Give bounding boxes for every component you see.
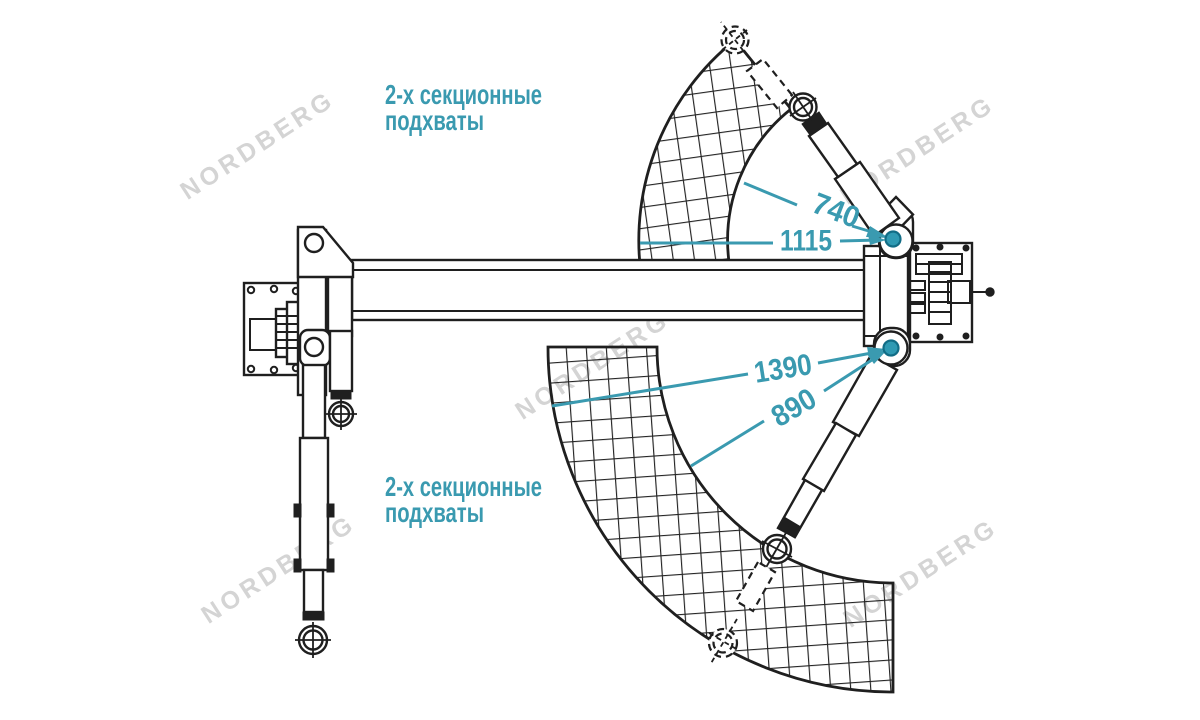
dim-arrow-890 <box>867 350 887 364</box>
top-arm-extended-dashed <box>745 57 794 110</box>
lift-machine <box>242 21 995 666</box>
left-post <box>242 225 357 658</box>
pivot-dot-bottom <box>882 339 900 357</box>
callout-bottom-line2: подхваты <box>385 497 484 528</box>
callout-top-line1: 2-х секционные <box>385 79 542 110</box>
left-top-bracket <box>296 225 355 279</box>
callout-top-arms: 2-х секционные подхваты <box>385 79 542 136</box>
dim-line-740 <box>743 181 798 207</box>
pivot-dot-top <box>884 230 902 248</box>
callout-bottom-arms: 2-х секционные подхваты <box>385 471 542 528</box>
nordberg-watermark: NORDBERG <box>175 85 339 205</box>
dim-line-890 <box>690 419 765 468</box>
callout-top-line2: подхваты <box>385 105 484 136</box>
dim-line-1390 <box>551 372 749 408</box>
left-short-arm <box>328 329 354 393</box>
left-long-arm <box>293 363 335 658</box>
left-top-pivot-hole <box>303 232 325 254</box>
top-swing-arm <box>720 21 914 259</box>
bottom-arm-extended-dashed <box>734 560 777 613</box>
bottom-swing-arm <box>707 330 909 666</box>
bottom-arm-sweep-hatch <box>546 345 895 694</box>
dim-bottom-min: 890 <box>766 382 822 434</box>
crossbeam <box>326 258 892 338</box>
callout-bottom-line1: 2-х секционные <box>385 471 542 502</box>
dim-top-max: 1115 <box>780 225 832 258</box>
nordberg-watermark: NORDBERG <box>196 509 360 629</box>
dim-arrow-740 <box>866 226 889 238</box>
